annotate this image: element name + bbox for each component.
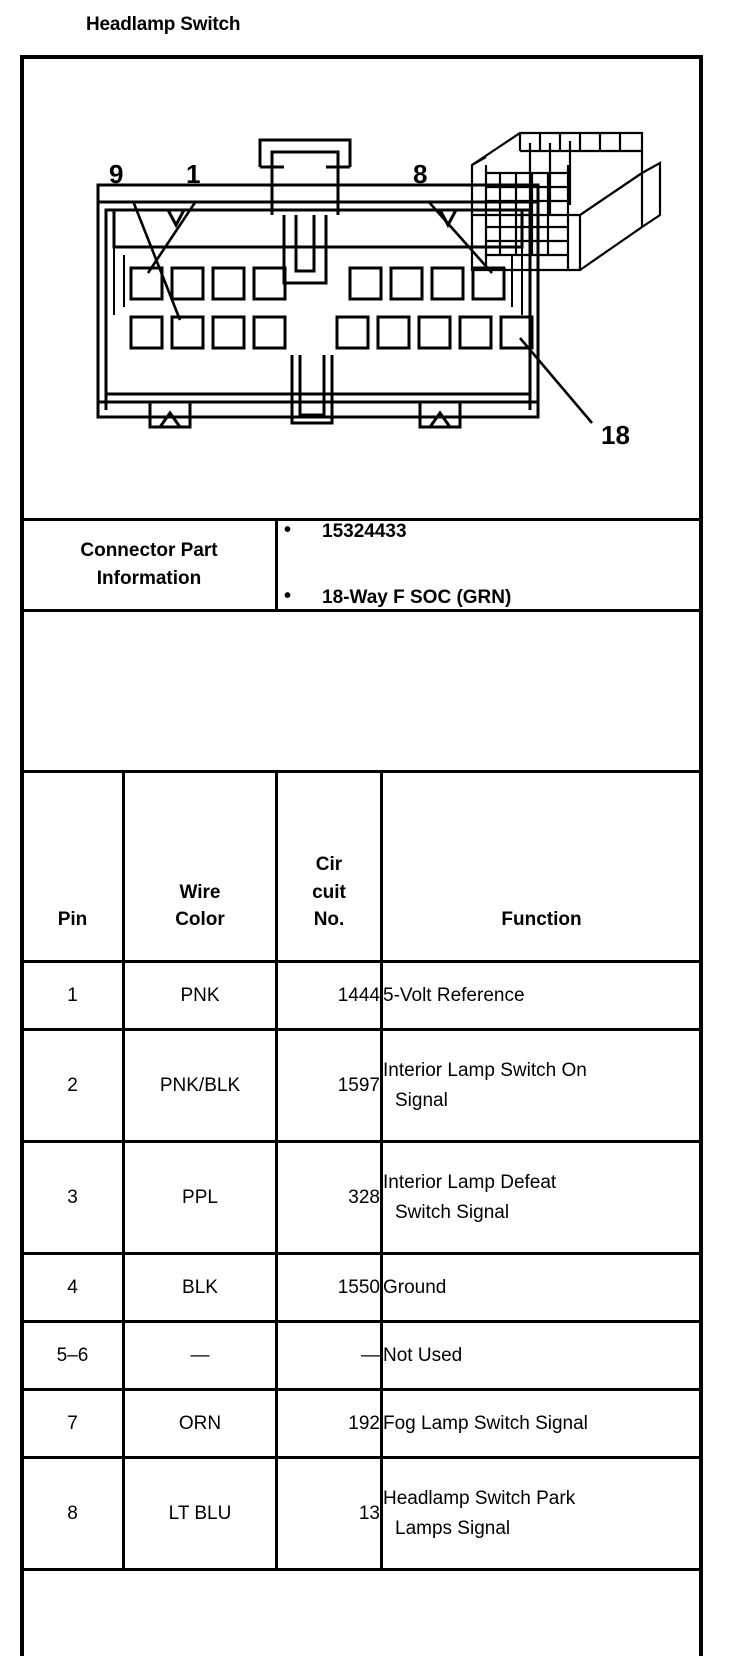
function-line-2: Signal <box>395 1089 448 1111</box>
connector-face-diagram <box>96 131 662 429</box>
cell-pin: 2 <box>20 1028 125 1143</box>
cell-function: Interior Lamp Switch On Signal <box>380 1028 703 1143</box>
cell-function: Not Used <box>380 1320 703 1391</box>
cell-wire-color: LT BLU <box>122 1456 278 1571</box>
cell-wire-color: PNK <box>122 960 278 1031</box>
function-line-1: Interior Lamp Defeat <box>383 1172 557 1194</box>
cell-pin: 7 <box>20 1388 125 1459</box>
header-circuit-line3: No. <box>313 909 345 931</box>
function-line-1: Interior Lamp Switch On <box>383 1060 587 1082</box>
table-row: 2 PNK/BLK 1597 Interior Lamp Switch On S… <box>20 1028 703 1143</box>
cpi-label-line2: Information <box>96 568 202 589</box>
column-header-pin: Pin <box>20 770 125 963</box>
callout-leader-lines <box>131 200 593 424</box>
cell-circuit-no: 1597 <box>275 1028 383 1143</box>
callout-8: 8 <box>413 159 428 189</box>
header-circuit-line1: Cir <box>315 854 343 876</box>
callout-1: 1 <box>186 159 201 189</box>
column-header-function: Function <box>380 770 703 963</box>
cell-circuit-no: 1444 <box>275 960 383 1031</box>
connector-part-information-values: 15324433 18-Way F SOC (GRN) <box>275 518 703 612</box>
cpi-label-line1: Connector Part <box>80 539 218 561</box>
callout-18: 18 <box>601 420 630 450</box>
cell-pin: 5–6 <box>20 1320 125 1391</box>
pin-table-header-row: Pin Wire Color Cir cuit No. Function <box>20 770 703 963</box>
cell-wire-color: PNK/BLK <box>122 1028 278 1143</box>
table-row: 3 PPL 328 Interior Lamp Defeat Switch Si… <box>20 1140 703 1255</box>
cell-function: Interior Lamp Defeat Switch Signal <box>380 1140 703 1255</box>
function-text: Headlamp Switch Park Lamps Signal <box>383 1484 700 1543</box>
table-row: 4 BLK 1550 Ground <box>20 1252 703 1323</box>
cell-pin: 3 <box>20 1140 125 1255</box>
function-line-2: Switch Signal <box>395 1201 510 1223</box>
cell-pin: 1 <box>20 960 125 1031</box>
header-function-label: Function <box>501 909 582 931</box>
pin-cavity-row-upper <box>129 266 506 301</box>
cell-wire-color: ORN <box>122 1388 278 1459</box>
pin-assignment-table: Pin Wire Color Cir cuit No. Function 1 P… <box>20 770 703 1571</box>
cpi-value-description: 18-Way F SOC (GRN) <box>278 585 700 609</box>
cell-wire-color: BLK <box>122 1252 278 1323</box>
connector-face-outline <box>96 138 540 429</box>
table-row: 7 ORN 192 Fog Lamp Switch Signal <box>20 1388 703 1459</box>
page-title: Headlamp Switch <box>86 14 241 35</box>
function-line-2: Lamps Signal <box>395 1517 511 1539</box>
table-row: 1 PNK 1444 5-Volt Reference <box>20 960 703 1031</box>
callout-9: 9 <box>109 159 124 189</box>
cell-function: Headlamp Switch Park Lamps Signal <box>380 1456 703 1571</box>
cell-wire-color: — <box>122 1320 278 1391</box>
function-line-1: Headlamp Switch Park <box>383 1488 576 1510</box>
cell-circuit-no: 1550 <box>275 1252 383 1323</box>
cell-pin: 8 <box>20 1456 125 1571</box>
header-pin-label: Pin <box>57 909 88 931</box>
pin-cavity-row-lower <box>129 315 534 350</box>
connector-part-information-table: Connector Part Information 15324433 18-W… <box>20 518 703 612</box>
header-wire-line1: Wire <box>179 881 221 903</box>
table-row: 5–6 — — Not Used <box>20 1320 703 1391</box>
cell-pin: 4 <box>20 1252 125 1323</box>
connector-isometric-inset <box>470 131 662 272</box>
cell-circuit-no: 13 <box>275 1456 383 1571</box>
cell-circuit-no: 328 <box>275 1140 383 1255</box>
header-circuit-line2: cuit <box>312 881 346 903</box>
cell-function: 5-Volt Reference <box>380 960 703 1031</box>
cpi-value-part-number: 15324433 <box>278 519 700 543</box>
column-header-circuit-no: Cir cuit No. <box>275 770 383 963</box>
cell-function: Fog Lamp Switch Signal <box>380 1388 703 1459</box>
function-text: Interior Lamp Defeat Switch Signal <box>383 1168 700 1227</box>
cpi-value-list: 15324433 18-Way F SOC (GRN) <box>278 519 700 609</box>
cell-circuit-no: 192 <box>275 1388 383 1459</box>
column-header-wire-color: Wire Color <box>122 770 278 963</box>
connector-part-information-label: Connector Part Information <box>20 518 278 612</box>
connector-part-information-row: Connector Part Information 15324433 18-W… <box>20 518 703 612</box>
cell-function: Ground <box>380 1252 703 1323</box>
table-row: 8 LT BLU 13 Headlamp Switch Park Lamps S… <box>20 1456 703 1571</box>
function-text: Interior Lamp Switch On Signal <box>383 1056 700 1115</box>
cell-circuit-no: — <box>275 1320 383 1391</box>
connector-illustration-panel: 9 1 8 18 <box>20 55 703 520</box>
cell-wire-color: PPL <box>122 1140 278 1255</box>
header-wire-line2: Color <box>175 909 225 931</box>
